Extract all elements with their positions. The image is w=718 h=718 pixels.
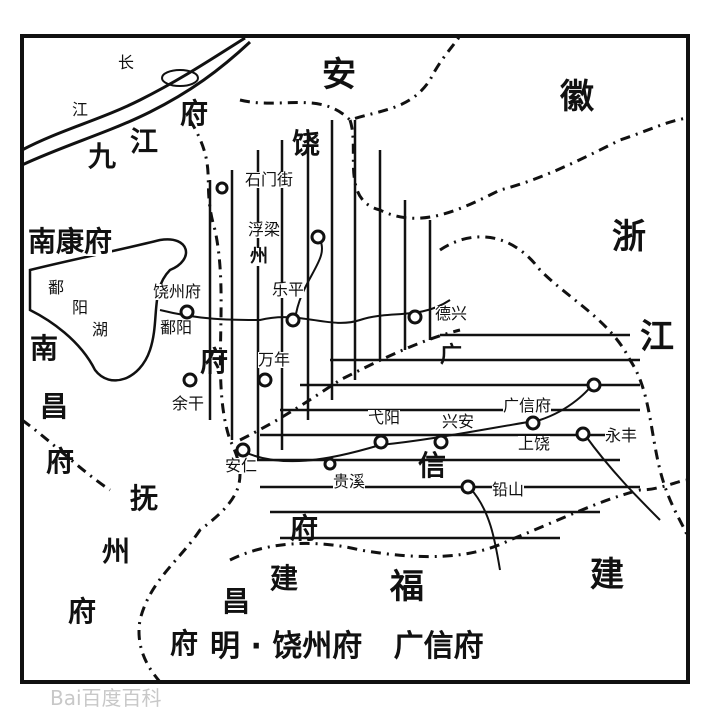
place-fuliang: 浮梁: [248, 220, 281, 239]
place-wannian: 万年: [258, 350, 291, 369]
region-nanchang-2: 昌: [40, 390, 69, 423]
place-yongfeng: 永丰: [605, 426, 638, 445]
place-anren: 安仁: [225, 456, 258, 475]
region-raozhou-2: 州: [250, 246, 268, 267]
region-jiujiang-2: 江: [130, 125, 159, 158]
region-zhe: 浙: [612, 217, 646, 257]
region-guangxin-2: 信: [418, 449, 447, 482]
yangtze-river: [21, 36, 246, 152]
place-qianshan: 铅山: [492, 480, 525, 499]
place-guangxinfu: 广信府: [503, 396, 552, 415]
region-nankang: 南康府: [28, 225, 113, 258]
region-fuzhou-2: 州: [102, 535, 131, 568]
region-jianchang-2: 昌: [222, 585, 251, 618]
region-raozhou-1: 饶: [292, 127, 321, 160]
county-markers: [179, 181, 602, 495]
region-fuzhou-1: 抚: [130, 482, 159, 515]
place-raozhoufu: 饶州府: [153, 282, 202, 301]
region-jianchang-1: 建: [270, 562, 299, 595]
place-shimenjie: 石门街: [245, 170, 294, 189]
region-jiang: 江: [640, 317, 674, 357]
place-poyang: 鄱阳: [160, 318, 193, 337]
region-jianchang-3: 府: [170, 627, 199, 660]
map-frame: [20, 34, 690, 684]
region-fuzhou-3: 府: [68, 595, 97, 628]
region-huizhou: 徽: [560, 77, 594, 117]
region-guangxin-3: 府: [290, 512, 319, 545]
map-caption: 明 · 饶州府 广信府: [210, 629, 484, 664]
region-fujian-1: 福: [390, 567, 424, 607]
region-jiujiang-3: 府: [180, 97, 209, 130]
place-guixi: 贵溪: [333, 472, 366, 491]
place-shangrao: 上饶: [518, 434, 551, 453]
river-island: [161, 69, 199, 87]
place-xingan: 兴安: [442, 412, 475, 431]
region-raozhou-3: 府: [200, 345, 229, 378]
river-label-chang: 长: [118, 53, 135, 72]
region-nanchang-1: 南: [30, 332, 59, 365]
lake-label-3: 湖: [92, 320, 109, 339]
region-fujian-2: 建: [590, 555, 624, 595]
watermark: Bai百度百科: [50, 686, 162, 710]
river-label-jiang: 江: [72, 100, 89, 119]
region-anhui: 安: [322, 55, 356, 95]
yangtze-river-bank: [21, 40, 252, 167]
place-yugan: 余干: [172, 394, 205, 413]
region-nanchang-3: 府: [46, 445, 75, 478]
place-yiyang: 弋阳: [368, 408, 401, 427]
poyang-lake: [28, 238, 188, 382]
lake-label-1: 鄱: [48, 278, 65, 297]
place-dexing: 德兴: [435, 304, 468, 323]
rivers: [159, 239, 661, 571]
region-jiujiang-1: 九: [88, 140, 117, 173]
place-leping: 乐平: [272, 280, 305, 299]
region-guangxin-1: 广: [440, 343, 463, 368]
lake-label-2: 阳: [72, 298, 89, 317]
